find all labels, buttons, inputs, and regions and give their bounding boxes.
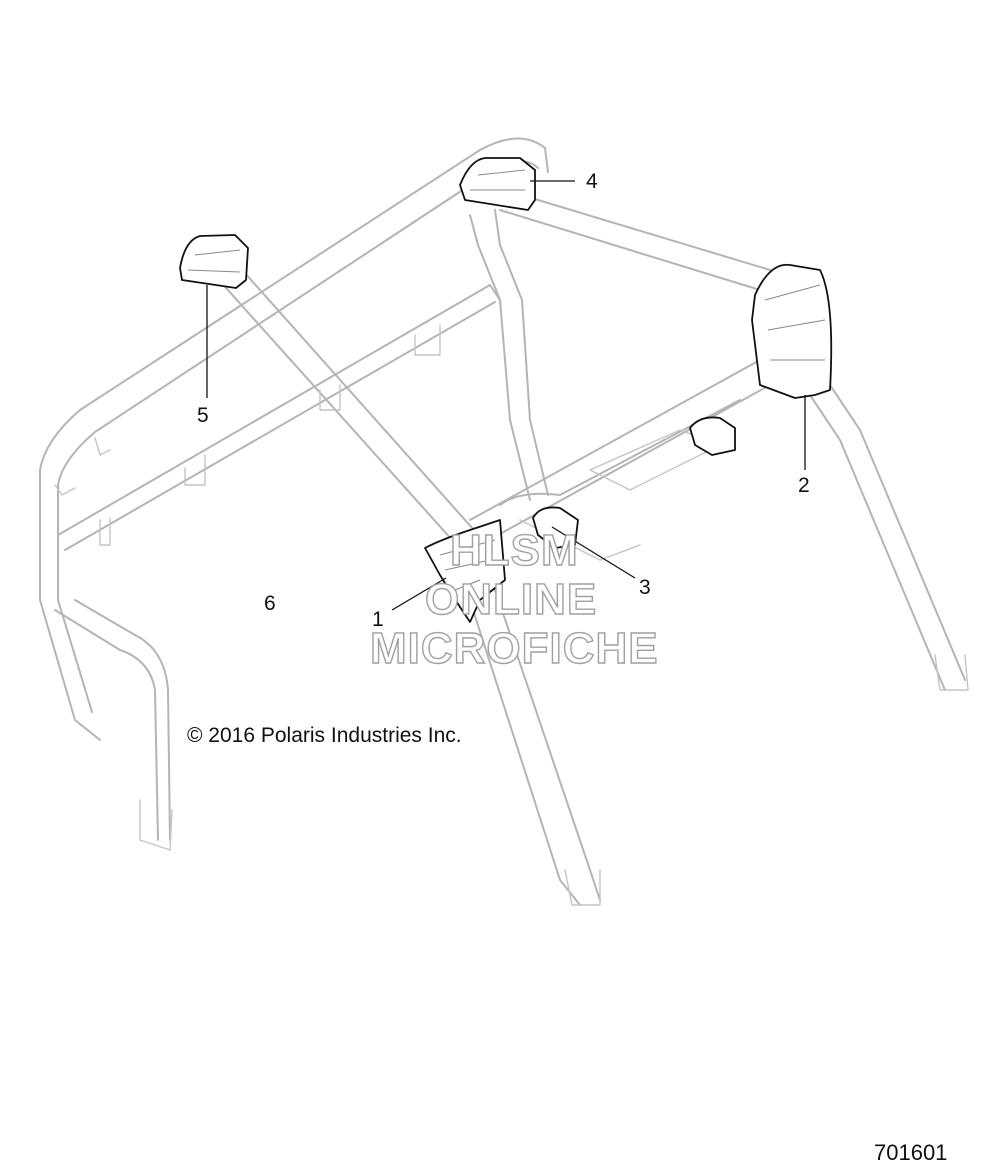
callout-2: 2	[798, 474, 810, 497]
part-2-cover	[751, 263, 833, 399]
figure-code: 701601	[874, 1140, 948, 1165]
part-4-cover	[459, 157, 536, 211]
callout-6: 6	[264, 592, 276, 615]
part-1-cover	[424, 519, 506, 623]
callout-1: 1	[372, 608, 384, 631]
callout-5: 5	[197, 404, 209, 427]
callout-4: 4	[586, 170, 598, 193]
watermark-line-3: MICROFICHE	[369, 623, 659, 673]
part-5-cover	[179, 234, 249, 289]
roll-cage-frame	[39, 137, 969, 906]
leader-lines	[206, 180, 806, 611]
copyright-text: © 2016 Polaris Industries Inc.	[187, 724, 462, 747]
callout-3: 3	[639, 576, 651, 599]
part-3-clip	[532, 416, 736, 549]
watermark-line-2: ONLINE	[424, 574, 598, 624]
watermark-line-1: HLSM	[449, 525, 579, 575]
